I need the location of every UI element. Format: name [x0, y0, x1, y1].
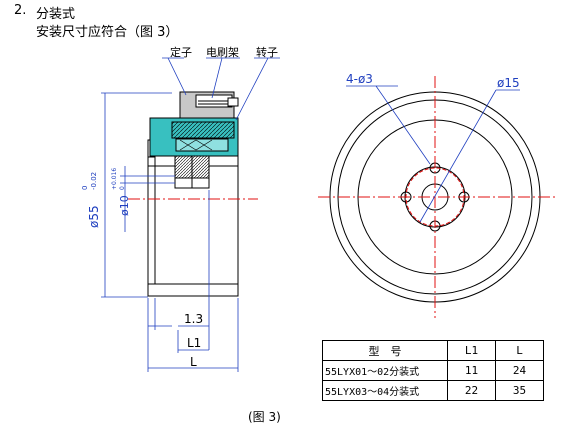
table-cell: 24 [495, 360, 544, 381]
figure-caption: (图 3) [248, 410, 281, 424]
table-header-cell: L [495, 340, 544, 361]
label-dim-L1: L1 [187, 336, 201, 350]
model-dimension-table: 型 号 L1 L 55LYX01～02分装式 11 24 55LYX03～04分… [322, 340, 544, 401]
label-outer-tol-lower: -0.02 [90, 172, 98, 190]
side-dimensions [101, 57, 280, 372]
label-holes: 4-ø3 [346, 72, 373, 86]
label-outer-tol-upper: 0 [81, 186, 89, 190]
table-cell-model: 55LYX01～02分装式 [322, 360, 448, 381]
label-stator: 定子 [170, 45, 192, 59]
label-dim-L: L [190, 355, 197, 369]
table-cell: 35 [495, 380, 544, 401]
label-rotor: 转子 [256, 45, 278, 59]
table-cell: 11 [447, 360, 496, 381]
label-outer-diameter: ø55 [87, 205, 101, 228]
table-header-cell: 型 号 [322, 340, 448, 361]
table-cell: 22 [447, 380, 496, 401]
table-row: 55LYX01～02分装式 11 24 [322, 360, 544, 381]
label-bore-tol-upper: +0.016 [111, 168, 118, 190]
rotor-winding [171, 121, 235, 139]
table-header-row: 型 号 L1 L [322, 340, 544, 361]
front-view-centerlines [318, 76, 555, 318]
label-brush-holder: 电刷架 [206, 46, 239, 59]
section-subtitle: 安装尺寸应符合（图 3） [36, 25, 179, 40]
label-dim-13: 1.3 [184, 312, 203, 326]
label-pitch-circle: ø15 [497, 76, 520, 90]
front-dimensions [346, 85, 520, 223]
section-title: 分装式 [36, 7, 76, 22]
table-header-cell: L1 [447, 340, 496, 361]
label-bore-diameter: ø10 [118, 195, 131, 216]
side-view [147, 91, 239, 297]
label-bore-tol-lower: 0 [119, 186, 126, 190]
section-number: 2. [14, 3, 27, 18]
table-cell-model: 55LYX03～04分装式 [322, 380, 448, 401]
table-row: 55LYX03～04分装式 22 35 [322, 380, 544, 401]
pitch-circle [405, 167, 465, 227]
